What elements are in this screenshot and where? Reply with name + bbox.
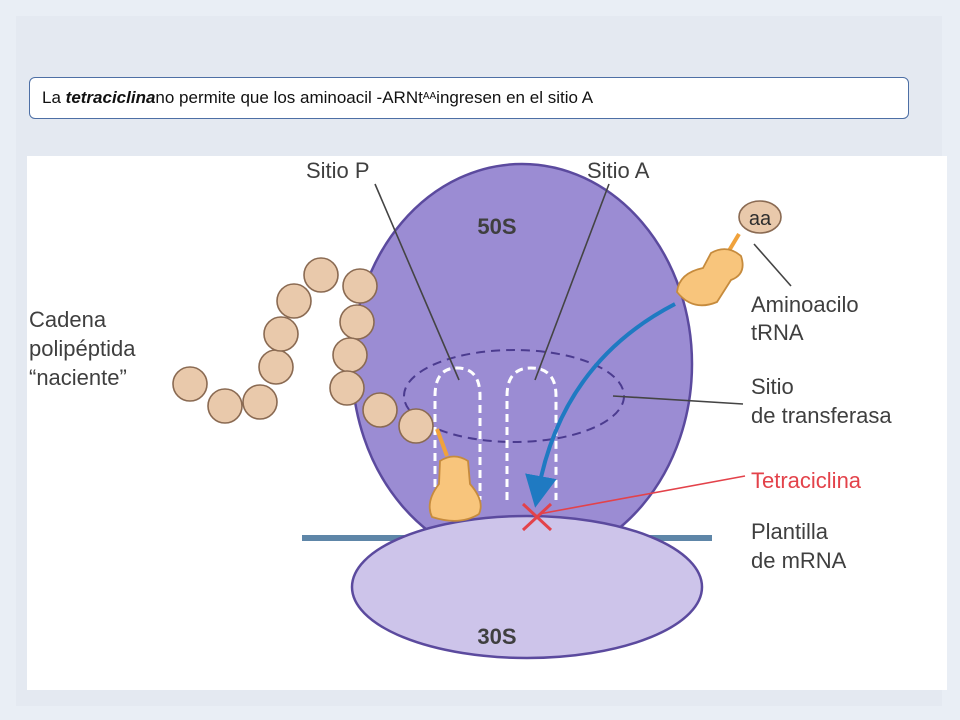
site-a-channel [505, 366, 558, 500]
amino-acid-bead [362, 392, 398, 428]
amino-acid-bead [258, 349, 294, 385]
blocked-entry-x-icon [521, 502, 553, 532]
title-suffix: ingresen en el sitio A [436, 88, 594, 107]
transferase-label-line2: de transferasa [751, 403, 892, 428]
amino-acid-bead [342, 268, 378, 304]
large-subunit-50s [350, 162, 694, 566]
title-drug-name: tetraciclina [65, 88, 156, 107]
amino-acid-bead [276, 283, 312, 319]
amino-acid-label: aa [749, 208, 772, 230]
slide-title: La tetraciclina no permite que los amino… [29, 77, 909, 119]
site-p-pointer [374, 183, 460, 381]
incoming-aminoacyl-trna: aa [676, 200, 782, 307]
mrna-label-line2: de mRNA [751, 548, 847, 573]
site-a-pointer [534, 183, 610, 381]
aminoacyl-label-line2: tRNA [751, 320, 804, 345]
tetracycline-label: Tetraciclina [751, 468, 862, 493]
amino-acid-bead [398, 408, 434, 444]
site-p-channel [433, 366, 482, 500]
amino-acid-bead [738, 200, 782, 234]
amino-acid-bead [339, 304, 375, 340]
title-superscript: AA [422, 90, 437, 102]
chain-label-line2: polipéptida [29, 336, 136, 361]
aminoacyl-label-line1: Aminoacilo [751, 292, 859, 317]
title-prefix: La [42, 88, 61, 107]
amino-acid-bead [329, 370, 365, 406]
entry-arrow [525, 302, 676, 508]
small-subunit-label: 30S [477, 624, 516, 649]
ribosome-diagram: aa 50S 30S Sitio P Sitio A Cadena polipé… [29, 158, 892, 660]
ribosome-figure: aa 50S 30S Sitio P Sitio A Cadena polipé… [27, 156, 947, 690]
site-a-label: Sitio A [587, 158, 650, 183]
transferase-pointer [612, 395, 744, 405]
title-middle: no permite que los aminoacil -ARNt [155, 88, 423, 107]
mrna-label-line1: Plantilla [751, 519, 829, 544]
amino-acid-bead [172, 366, 208, 402]
chain-label-line1: Cadena [29, 307, 107, 332]
polypeptide-chain [172, 257, 449, 457]
transferase-label-line1: Sitio [751, 374, 794, 399]
peptidyl-trna [428, 455, 482, 522]
chain-label-line3: “naciente” [29, 365, 127, 390]
small-subunit-30s [350, 514, 704, 660]
amino-acid-bead [207, 388, 243, 424]
aminoacyl-trna-body [676, 248, 744, 307]
amino-acid-bead [332, 337, 368, 373]
amino-acid-bead [242, 384, 278, 420]
aminoacyl-pointer [753, 243, 792, 287]
tetracycline-pointer [538, 475, 746, 515]
amino-acid-bead [263, 316, 299, 352]
site-p-label: Sitio P [306, 158, 370, 183]
large-subunit-label: 50S [477, 214, 516, 239]
amino-acid-bead [303, 257, 339, 293]
